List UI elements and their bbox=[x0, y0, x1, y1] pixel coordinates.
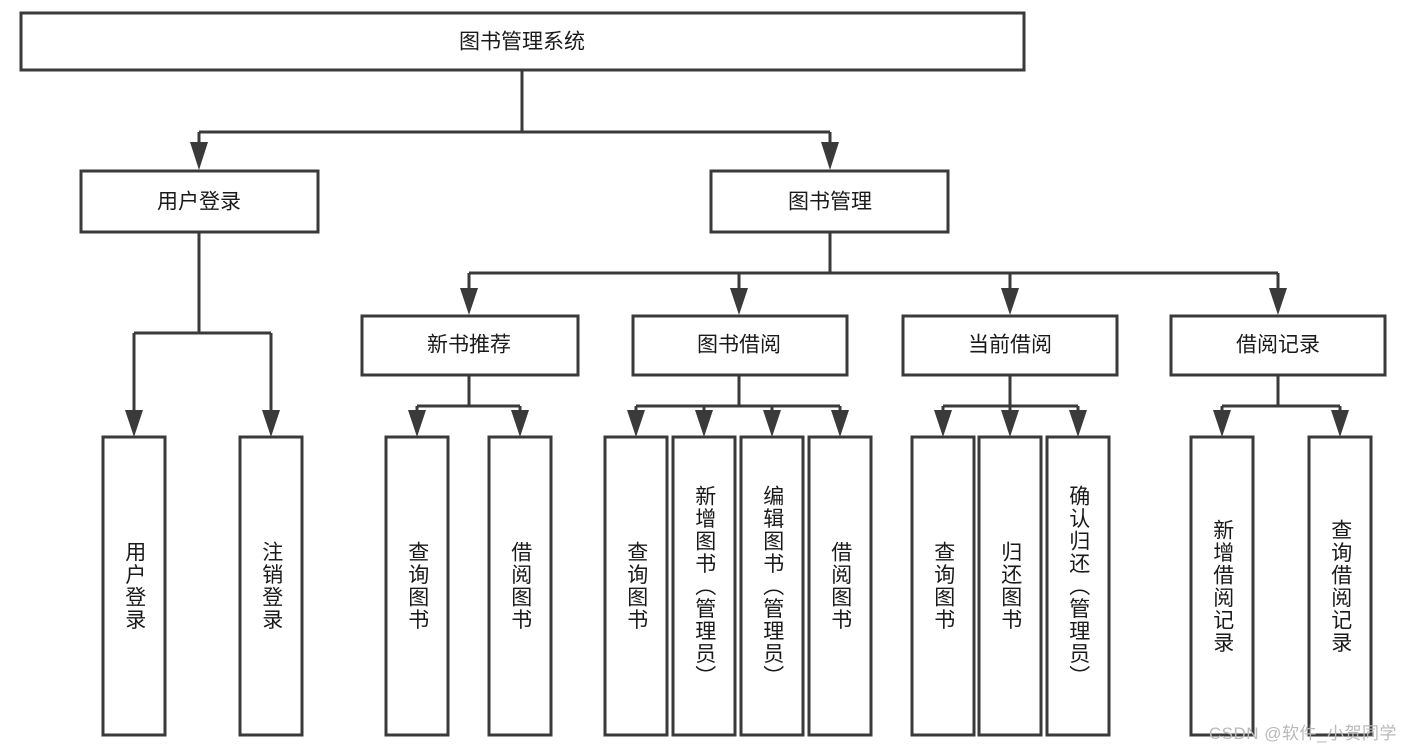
connector-group-bookmanage bbox=[460, 232, 1287, 315]
node-current-borrow-label: 当前借阅 bbox=[968, 334, 1052, 357]
node-user-login-box[interactable] bbox=[79, 169, 320, 234]
arrow-cb-leaf-3 bbox=[1069, 410, 1087, 437]
node-root[interactable]: 图书管理系统 bbox=[19, 11, 1026, 72]
arrow-bm-borrowrecord bbox=[1269, 288, 1287, 315]
connector-group-borrowrecord bbox=[1213, 375, 1349, 437]
leaf-box-query-book-1[interactable] bbox=[384, 435, 450, 737]
node-root-label: 图书管理系统 bbox=[459, 31, 585, 54]
leaf-box-query-book-3[interactable] bbox=[910, 435, 976, 737]
arrow-bb-leaf-2 bbox=[695, 410, 713, 437]
node-new-book-rec[interactable]: 新书推荐 bbox=[360, 314, 580, 377]
node-book-manage[interactable]: 图书管理 bbox=[709, 169, 950, 234]
leaf-box-return-book[interactable] bbox=[977, 435, 1043, 737]
connector-group-userlogin bbox=[125, 232, 280, 437]
leaf-box-query-book-2[interactable] bbox=[603, 435, 669, 737]
arrow-bm-currentborrow bbox=[1001, 288, 1019, 315]
node-borrow-record-label: 借阅记录 bbox=[1236, 334, 1320, 357]
arrow-br-leaf-2 bbox=[1331, 410, 1349, 437]
arrow-bb-leaf-4 bbox=[831, 410, 849, 437]
arrow-nbr-leaf-1 bbox=[408, 410, 426, 437]
node-new-book-rec-box[interactable] bbox=[360, 314, 580, 377]
node-current-borrow-box[interactable] bbox=[901, 314, 1119, 377]
node-root-box[interactable] bbox=[19, 11, 1026, 72]
leaf-box-edit-book[interactable] bbox=[739, 435, 805, 737]
node-book-borrow[interactable]: 图书借阅 bbox=[631, 314, 849, 377]
leaf-box-add-book[interactable] bbox=[671, 435, 737, 737]
node-user-login[interactable]: 用户登录 bbox=[79, 169, 320, 234]
node-book-manage-label: 图书管理 bbox=[788, 191, 872, 214]
node-new-book-rec-label: 新书推荐 bbox=[427, 334, 511, 357]
connector-group-root bbox=[190, 70, 839, 170]
connector-group-newbookrec bbox=[408, 375, 529, 437]
node-book-manage-box[interactable] bbox=[709, 169, 950, 234]
node-user-login-label: 用户登录 bbox=[157, 191, 241, 214]
arrow-cb-leaf-1 bbox=[934, 410, 952, 437]
connector-group-bookborrow bbox=[627, 375, 849, 437]
leaf-box-user-login[interactable] bbox=[101, 435, 167, 737]
arrow-cb-leaf-2 bbox=[1001, 410, 1019, 437]
arrow-br-leaf-1 bbox=[1213, 410, 1231, 437]
leaf-box-query-record[interactable] bbox=[1307, 435, 1373, 737]
watermark-text: CSDN @软件_小贺同学 bbox=[1208, 724, 1397, 743]
leaf-box-confirm-return[interactable] bbox=[1045, 435, 1111, 737]
node-current-borrow[interactable]: 当前借阅 bbox=[901, 314, 1119, 377]
leaf-box-borrow-book-2[interactable] bbox=[807, 435, 873, 737]
node-book-borrow-label: 图书借阅 bbox=[697, 334, 781, 357]
arrow-bm-bookborrow bbox=[730, 288, 748, 315]
node-book-borrow-box[interactable] bbox=[631, 314, 849, 377]
node-borrow-record-box[interactable] bbox=[1169, 314, 1387, 377]
arrow-bm-newbookrec bbox=[460, 288, 478, 315]
arrow-bb-leaf-1 bbox=[627, 410, 645, 437]
arrow-nbr-leaf-2 bbox=[511, 410, 529, 437]
arrow-root-to-bookmanage bbox=[821, 142, 839, 170]
leaf-box-user-logout[interactable] bbox=[238, 435, 304, 737]
leaf-box-add-record[interactable] bbox=[1189, 435, 1255, 737]
connector-group-currentborrow bbox=[934, 375, 1087, 437]
arrow-userlogin-leaf-1 bbox=[125, 410, 143, 437]
leaf-box-borrow-book-1[interactable] bbox=[487, 435, 553, 737]
arrow-bb-leaf-3 bbox=[763, 410, 781, 437]
arrow-root-to-userlogin bbox=[190, 142, 208, 170]
arrow-userlogin-leaf-2 bbox=[262, 410, 280, 437]
node-borrow-record[interactable]: 借阅记录 bbox=[1169, 314, 1387, 377]
